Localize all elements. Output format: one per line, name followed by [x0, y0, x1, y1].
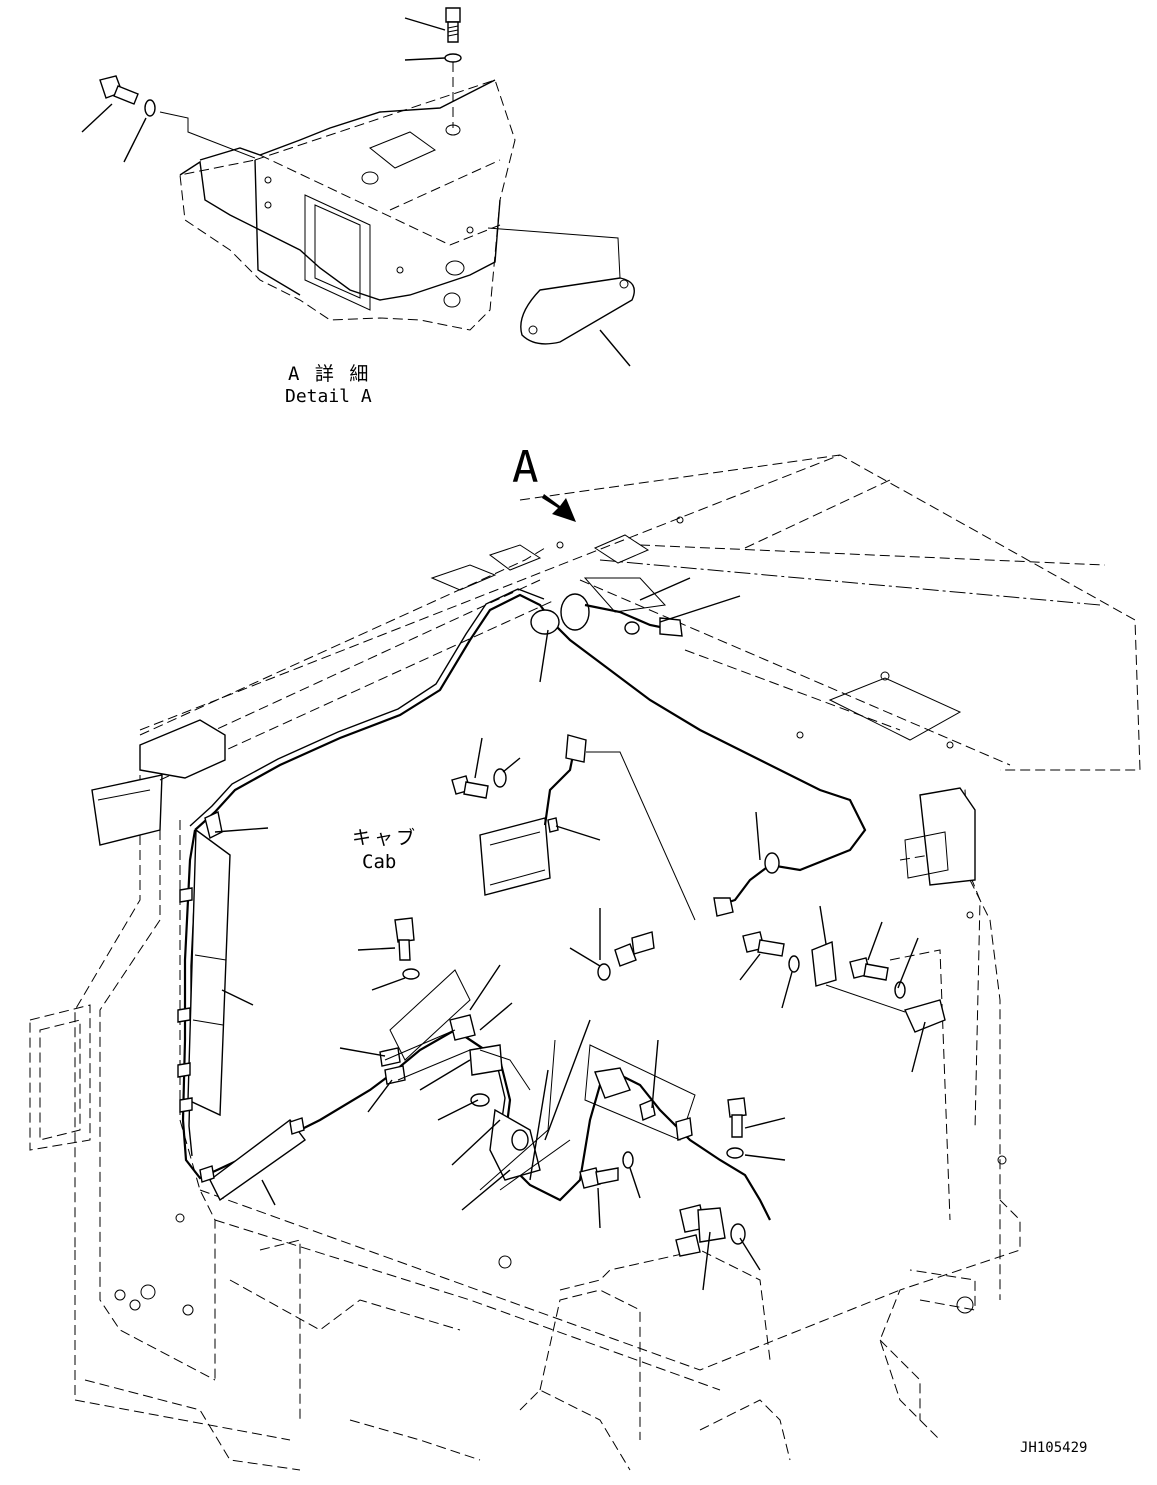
detail-a-label-jp: A 詳 細 — [288, 363, 370, 385]
cab-label-jp: キャブ — [352, 826, 418, 849]
view-arrow-icon — [542, 494, 576, 522]
cab-label-en: Cab — [362, 851, 396, 873]
view-marker-a: A — [512, 442, 576, 522]
detail-a-label-en: Detail A — [285, 386, 372, 407]
view-marker-letter: A — [512, 442, 539, 493]
cab-view: キャブ Cab — [29, 454, 1141, 1471]
detail-a-view: A 詳 細 Detail A — [81, 7, 635, 407]
drawing-number: JH105429 — [1020, 1440, 1087, 1456]
